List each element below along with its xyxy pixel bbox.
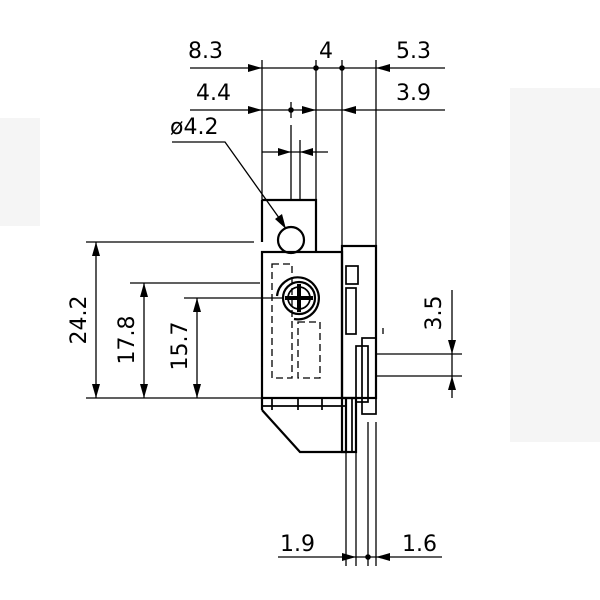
bottom-dimensions: 1.9 1.6 [278,422,442,566]
screw-icon [275,276,320,321]
background-panel-left [0,118,40,226]
dimension-1-9: 1.9 [280,532,315,557]
dimension-8-3: 8.3 [188,39,223,64]
top-dimension-row-1: 8.3 4 5.3 [188,39,445,72]
dimension-4: 4 [319,39,333,64]
dimension-4-4: 4.4 [196,81,231,106]
dimension-15-7: 15.7 [168,322,193,371]
actuator-lever [340,244,378,454]
dimension-3-9: 3.9 [396,81,431,106]
right-dimension: 3.5 [376,290,462,398]
hole-diameter-dimension: ø4.2 [170,115,328,229]
dimension-3-5: 3.5 [422,296,447,331]
dimension-24-2: 24.2 [67,296,92,345]
dimension-hole-4-2: ø4.2 [170,115,218,140]
vertical-extension-lines [261,60,377,252]
left-dimensions: 24.2 17.8 15.7 [67,241,282,399]
hidden-cavity [271,263,293,379]
dimension-1-6: 1.6 [402,532,437,557]
mounting-hole [276,225,306,255]
dimension-5-3: 5.3 [396,39,431,64]
background-panel-right [510,88,600,442]
top-dimension-row-2: 4.4 3.9 [190,81,445,114]
part-body [260,198,348,454]
dimension-17-8: 17.8 [115,316,140,365]
